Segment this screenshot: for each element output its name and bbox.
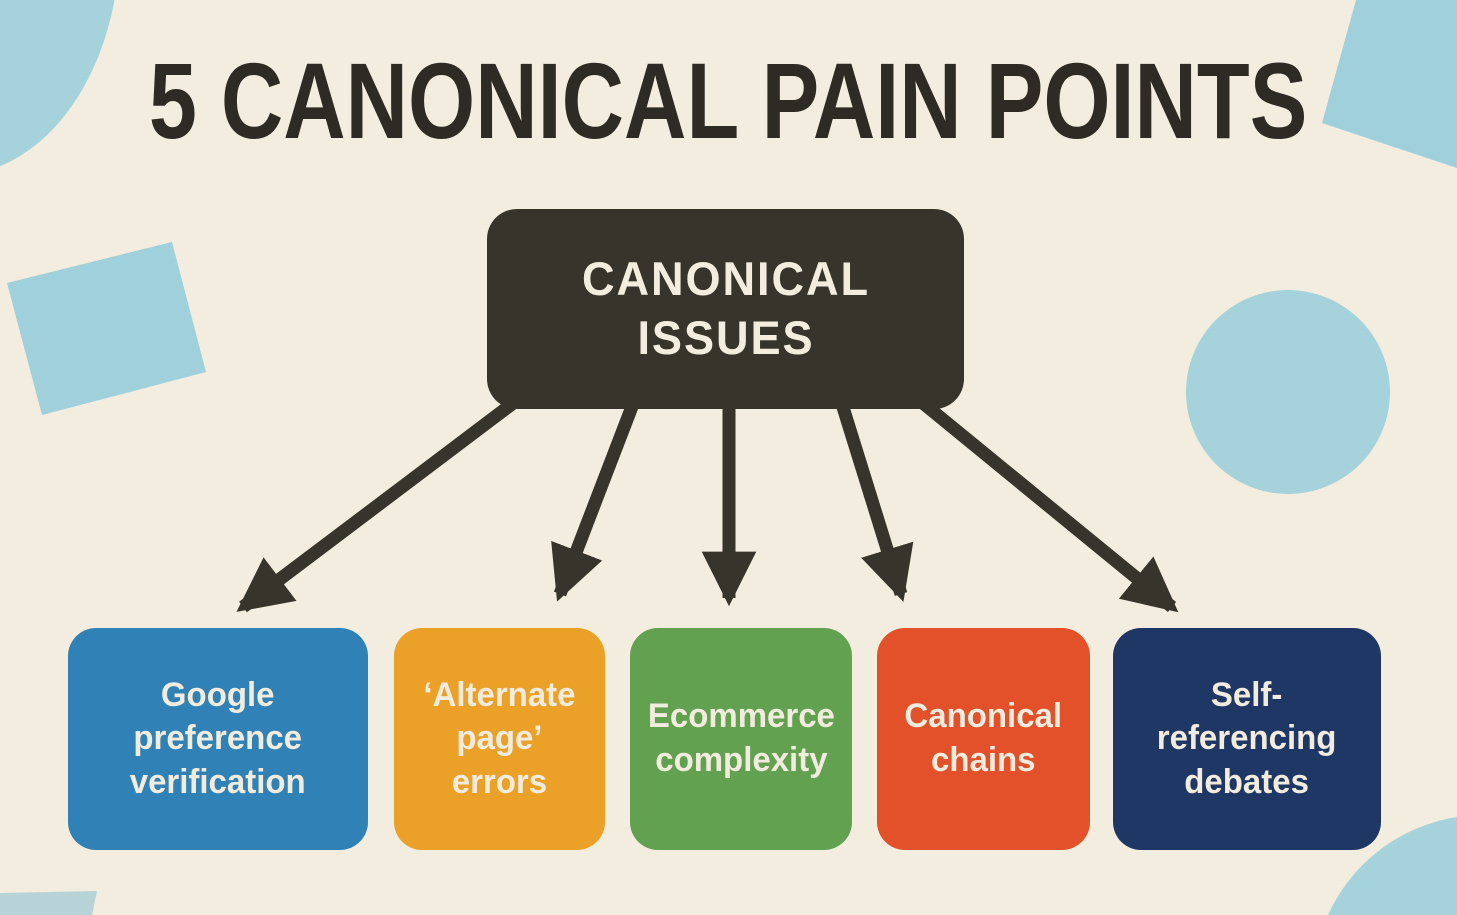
pain-point-label: Ecommerce complexity [647, 697, 835, 779]
page-title: 5 CANONICAL PAIN POINTS [149, 40, 1308, 161]
central-node-label: CANONICAL ISSUES [581, 252, 870, 364]
pain-point-label: Google preference verification [130, 675, 306, 801]
decor-circle-right [1186, 290, 1390, 494]
central-node-canonical-issues: CANONICAL ISSUES [487, 209, 964, 409]
decor-blob-top-left [0, 0, 115, 167]
pain-point-label: Canonical chains [904, 697, 1063, 779]
decor-tilted-square-left [7, 242, 206, 415]
pain-point-label: ‘Alternate page’ errors [423, 675, 576, 801]
decor-circle-bottom-right [1328, 817, 1457, 915]
decor-rect-bottom-left [0, 891, 97, 915]
pain-point-box-alternate-page-errors: ‘Alternate page’ errors [394, 628, 605, 850]
pain-point-box-google-preference-verification: Google preference verification [68, 628, 368, 850]
pain-point-box-self-referencing-debates: Self- referencing debates [1113, 628, 1381, 850]
pain-point-box-canonical-chains: Canonical chains [877, 628, 1090, 850]
pain-point-box-ecommerce-complexity: Ecommerce complexity [630, 628, 852, 850]
pain-point-label: Self- referencing debates [1157, 675, 1337, 801]
decor-tilted-square-top-right [1322, 0, 1457, 168]
